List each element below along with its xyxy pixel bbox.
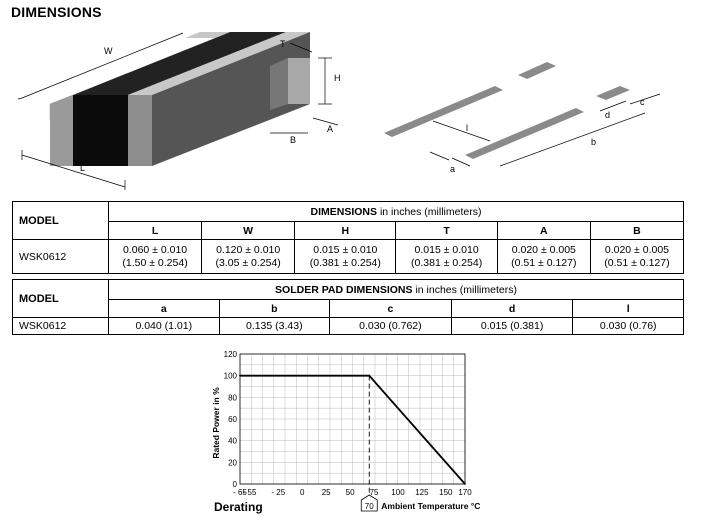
x-tick-label: 0 <box>300 488 305 497</box>
label-T: T <box>280 39 286 49</box>
dimension-cell-W: 0.120 ± 0.010(3.05 ± 0.254) <box>201 239 296 274</box>
dimensions-group-header: DIMENSIONS in inches (millimeters) <box>108 201 684 222</box>
column-header-B: B <box>589 221 685 240</box>
pad-cell-c: 0.030 (0.762) <box>329 317 452 335</box>
model-cell: WSK0612 <box>12 239 109 274</box>
column-header-L: L <box>107 221 203 240</box>
x-tick-label: 125 <box>415 488 429 497</box>
y-tick-label: 40 <box>228 437 237 446</box>
dimension-mm-value: (0.381 ± 0.254) <box>309 256 381 269</box>
pad-cell-d: 0.015 (0.381) <box>450 317 574 335</box>
label-H: H <box>334 73 341 83</box>
pad-column-header-a: a <box>108 299 220 318</box>
dimension-cell-B: 0.020 ± 0.005(0.51 ± 0.127) <box>589 239 685 274</box>
dimensions-table: MODEL DIMENSIONS in inches (millimeters)… <box>12 201 685 274</box>
dimension-cell-L: 0.060 ± 0.010(1.50 ± 0.254) <box>107 239 203 274</box>
column-header-A: A <box>496 221 591 240</box>
resistor-dimension-drawing: W L T H B A l a b c d <box>17 32 661 190</box>
pad-cell-a: 0.040 (1.01) <box>108 317 220 335</box>
y-tick-label: 20 <box>228 458 237 467</box>
y-tick-label: 100 <box>224 372 238 381</box>
derating-point <box>368 374 371 377</box>
label-pad-a: a <box>450 164 455 174</box>
pad-column-header-l: l <box>572 299 684 318</box>
pad-column-header-b: b <box>218 299 331 318</box>
label-pad-b: b <box>591 137 596 147</box>
column-header-W: W <box>201 221 296 240</box>
pad-model-cell: WSK0612 <box>12 317 109 335</box>
label-pad-c: c <box>640 97 645 107</box>
column-header-T: T <box>395 221 498 240</box>
y-axis-label: Rated Power in % <box>211 387 221 459</box>
label-pad-d: d <box>605 110 610 120</box>
label-W: W <box>104 46 113 56</box>
dimension-cell-H: 0.015 ± 0.010(0.381 ± 0.254) <box>294 239 397 274</box>
column-header-H: H <box>294 221 397 240</box>
pad-group-unit: in inches (millimeters) <box>415 283 517 296</box>
dimension-cell-A: 0.020 ± 0.005(0.51 ± 0.127) <box>496 239 591 274</box>
solder-pad-table: MODEL SOLDER PAD DIMENSIONS in inches (m… <box>12 279 684 335</box>
chart-title: Derating <box>214 500 263 514</box>
pad-column-header-d: d <box>450 299 574 318</box>
label-B: B <box>290 135 296 145</box>
dimension-mm-value: (3.05 ± 0.254) <box>215 256 281 269</box>
dimensions-group-unit: in inches (millimeters) <box>379 205 482 218</box>
label-L: L <box>80 163 85 173</box>
marker-label: 70 <box>365 502 374 511</box>
dimension-mm-value: (1.50 ± 0.254) <box>122 256 188 269</box>
label-A: A <box>327 124 333 134</box>
model-header: MODEL <box>12 201 109 240</box>
dimension-inch-value: 0.060 ± 0.010 <box>122 243 188 256</box>
x-axis-label: Ambient Temperature °C <box>381 501 480 511</box>
pad-group-title: SOLDER PAD DIMENSIONS <box>275 283 413 296</box>
dimension-cell-T: 0.015 ± 0.010(0.381 ± 0.254) <box>395 239 498 274</box>
dimension-inch-value: 0.020 ± 0.005 <box>604 243 670 256</box>
dimension-mm-value: (0.381 ± 0.254) <box>411 256 483 269</box>
y-tick-label: 60 <box>228 415 237 424</box>
x-tick-label: 50 <box>346 488 355 497</box>
x-tick-label: 75 <box>370 488 379 497</box>
y-tick-label: 80 <box>228 393 237 402</box>
y-tick-label: 0 <box>233 480 238 489</box>
dimension-inch-value: 0.015 ± 0.010 <box>414 243 479 256</box>
derating-point <box>239 374 241 377</box>
pad-model-header: MODEL <box>12 279 109 318</box>
marker-badge <box>360 494 378 512</box>
x-tick-label: 170 <box>458 488 472 497</box>
dimension-inch-value: 0.120 ± 0.010 <box>216 243 281 256</box>
pad-column-header-c: c <box>329 299 452 318</box>
pad-cell-b: 0.135 (3.43) <box>218 317 331 335</box>
x-tick-label: - 65 <box>233 488 247 497</box>
dimension-mm-value: (0.51 ± 0.127) <box>604 256 670 269</box>
x-tick-label: 25 <box>322 488 331 497</box>
derating-chart: 0 20 40 60 80 100 120 - 65- 55 - 25 0 25 50 75 100 125… <box>211 350 480 514</box>
pad-group-header: SOLDER PAD DIMENSIONS in inches (millime… <box>108 279 684 300</box>
dimension-inch-value: 0.020 ± 0.005 <box>511 243 576 256</box>
pad-cell-l: 0.030 (0.76) <box>572 317 684 335</box>
dimension-mm-value: (0.51 ± 0.127) <box>511 256 577 269</box>
x-tick-label: 100 <box>391 488 405 497</box>
x-tick-label: 150 <box>439 488 453 497</box>
dimensions-group-title: DIMENSIONS <box>310 205 378 218</box>
section-title: DIMENSIONS <box>11 4 102 20</box>
plot-frame <box>239 353 466 485</box>
x-tick-label: - 25 <box>271 488 285 497</box>
label-pad-l: l <box>466 123 468 133</box>
x-tick-label: - 55 <box>243 488 257 497</box>
y-tick-label: 120 <box>224 350 238 359</box>
derating-point <box>464 483 466 485</box>
dimension-inch-value: 0.015 ± 0.010 <box>313 243 378 256</box>
